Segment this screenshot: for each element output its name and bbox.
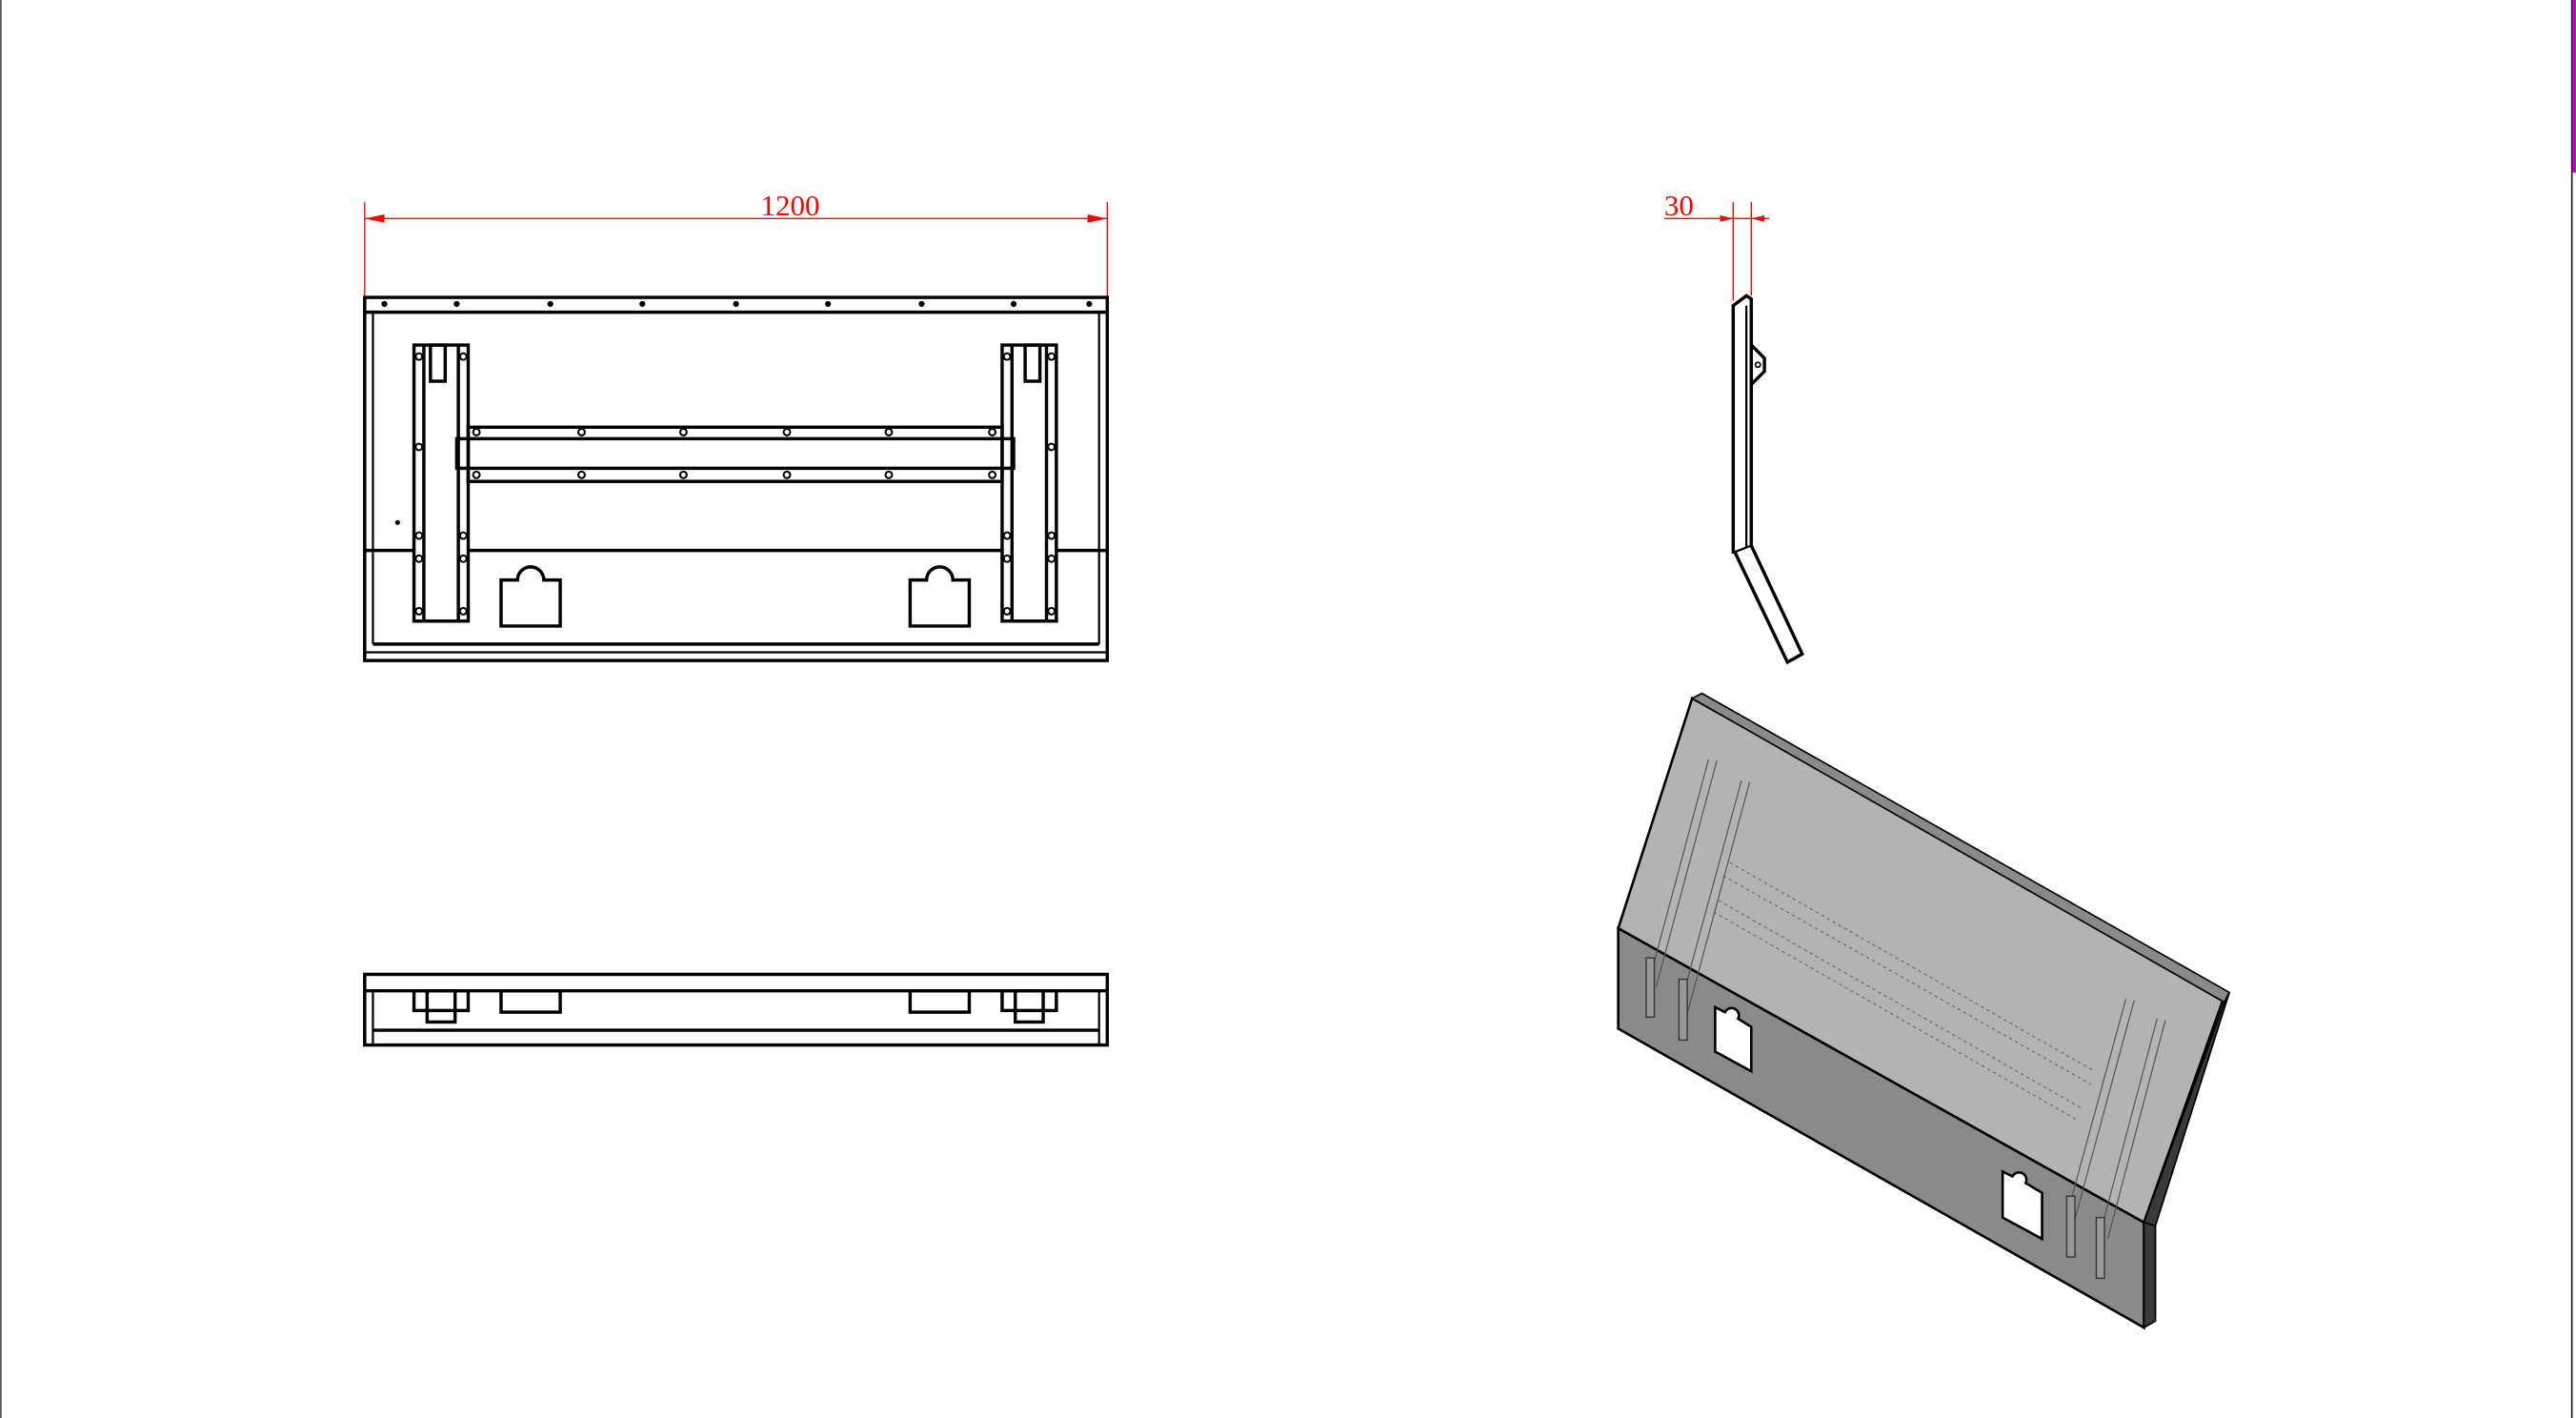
bottom-view [363, 972, 1110, 1047]
dimension-thickness-label: 30 [1664, 189, 1694, 222]
front-view: 1200 [363, 189, 1110, 662]
keyhole-left [499, 565, 562, 628]
isometric-view [1617, 692, 2231, 1330]
side-view: 30 [1663, 189, 1805, 665]
keyhole-right [908, 565, 972, 628]
dimension-width-label: 1200 [760, 189, 819, 222]
iso-keyhole-left [1714, 1004, 1753, 1074]
iso-keyhole-right [2001, 1169, 2043, 1242]
